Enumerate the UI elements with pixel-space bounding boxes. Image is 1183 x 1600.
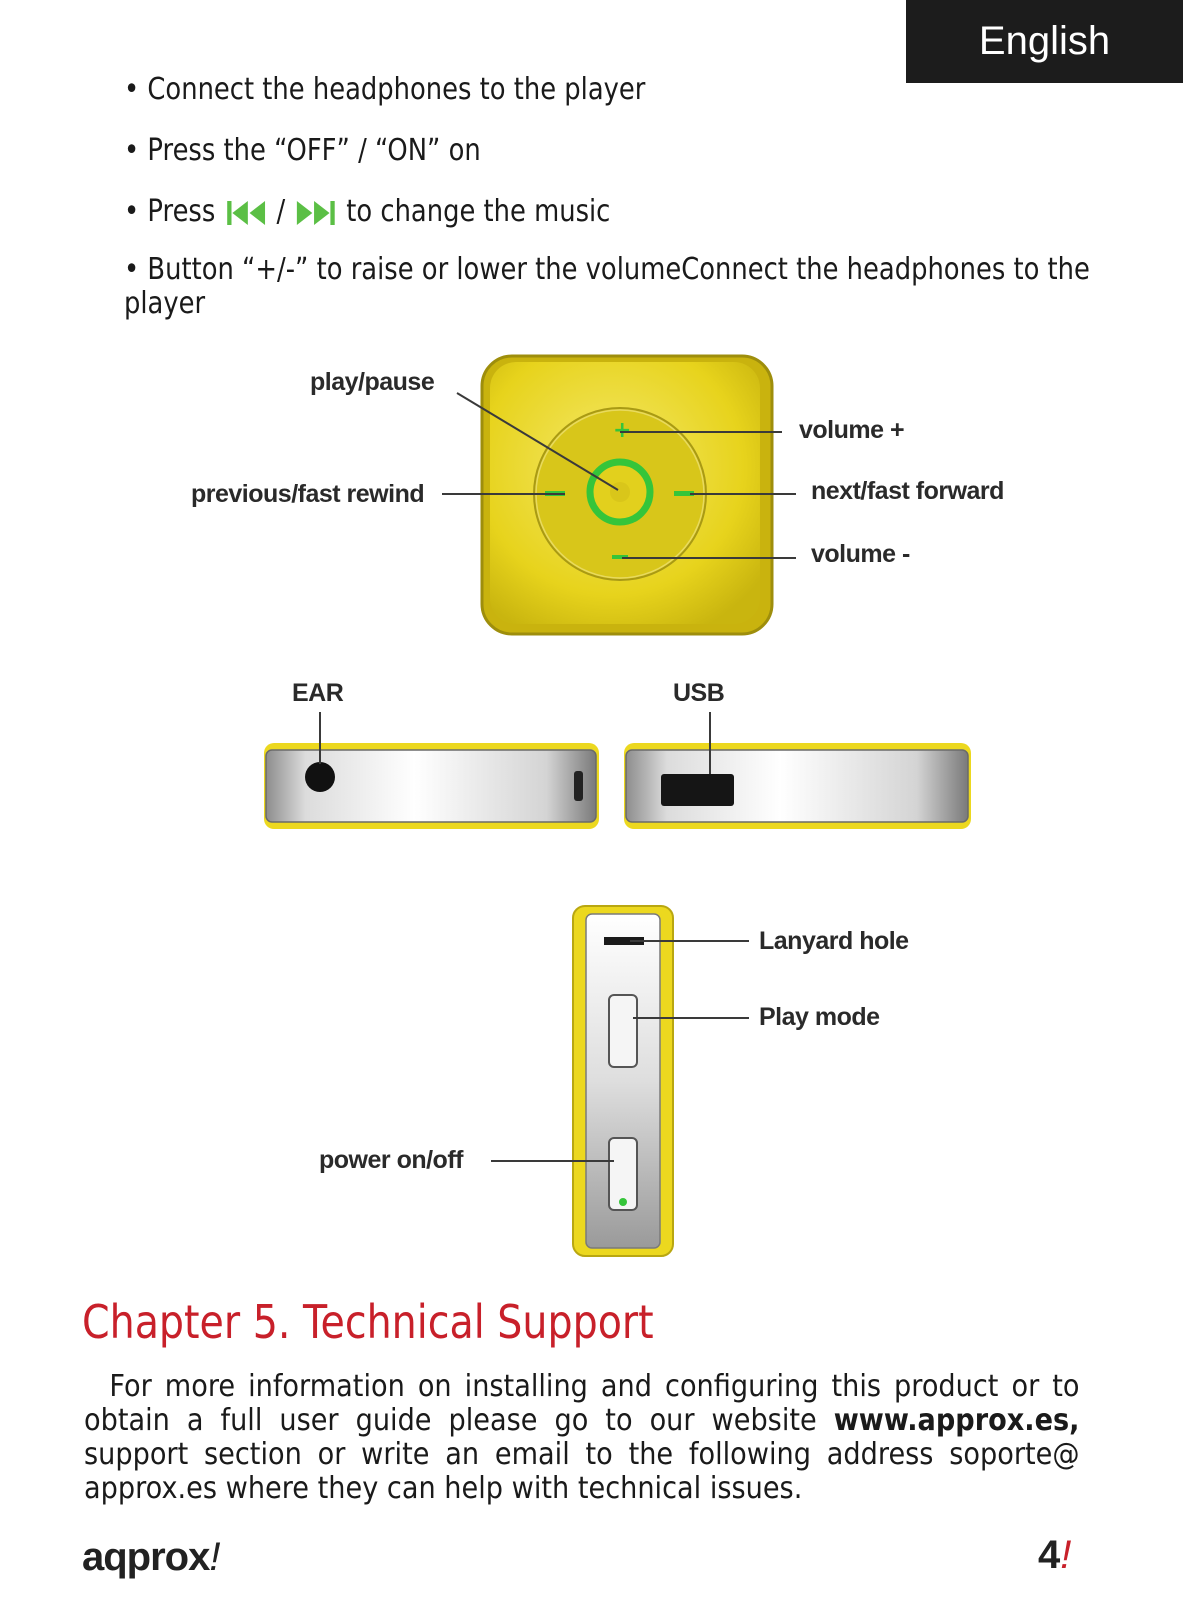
next-mark[interactable]: [674, 491, 694, 496]
brand-logo-text: aqprox: [82, 1535, 210, 1579]
play-mode-switch[interactable]: [608, 994, 638, 1068]
label-power: power on/off: [319, 1146, 463, 1174]
lanyard-hole: [604, 937, 644, 945]
support-website: www.approx.es,: [833, 1403, 1080, 1438]
volume-up-mark[interactable]: +: [613, 418, 631, 443]
label-play-pause: play/pause: [310, 368, 435, 396]
support-text-after: support section or write an email to the…: [84, 1437, 1080, 1506]
instruction-change-music: • Press / to change the music: [124, 192, 1104, 253]
instruction-press-text: • Press: [124, 194, 216, 229]
instruction-list: • Connect the headphones to the player •…: [124, 70, 1104, 321]
label-previous: previous/fast rewind: [191, 480, 425, 508]
player-usb-side-view: [624, 712, 971, 829]
language-tab: English: [906, 0, 1183, 83]
power-switch[interactable]: [608, 1137, 638, 1211]
skip-forward-icon: [296, 200, 335, 225]
play-pause-button[interactable]: [586, 458, 654, 526]
page-number-mark: !: [1060, 1533, 1072, 1577]
label-volume-down: volume -: [811, 540, 910, 568]
earphone-jack[interactable]: [305, 762, 335, 792]
instruction-change-text: to change the music: [346, 194, 611, 229]
chapter-title: Chapter 5. Technical Support: [82, 1295, 654, 1349]
instruction-volume: • Button “+/-” to raise or lower the vol…: [124, 252, 1090, 321]
usb-port[interactable]: [661, 774, 734, 806]
instruction-power: • Press the “OFF” / “ON” on: [124, 133, 481, 168]
support-paragraph: For more information on installing and c…: [84, 1370, 1080, 1506]
previous-mark[interactable]: [545, 491, 565, 496]
label-play-mode: Play mode: [759, 1003, 880, 1031]
label-ear: EAR: [292, 679, 344, 707]
page-number-value: 4: [1038, 1533, 1061, 1577]
instruction-connect: • Connect the headphones to the player: [124, 72, 646, 107]
player-ear-side-view: [264, 712, 599, 829]
support-text-before: For more information on installing and c…: [84, 1369, 1080, 1438]
label-next: next/fast forward: [811, 477, 1004, 505]
label-lanyard-hole: Lanyard hole: [759, 927, 909, 955]
label-volume-up: volume +: [799, 416, 905, 444]
brand-logo-mark: !: [209, 1535, 220, 1579]
brand-logo: aqprox!: [82, 1535, 220, 1580]
skip-back-icon: [226, 200, 265, 225]
label-usb: USB: [673, 679, 725, 707]
player-edge-view: [491, 905, 749, 1257]
instruction-separator: /: [276, 194, 286, 229]
player-front-view: +: [442, 354, 796, 636]
page-number: 4!: [1038, 1533, 1071, 1578]
volume-down-mark[interactable]: [612, 555, 628, 559]
